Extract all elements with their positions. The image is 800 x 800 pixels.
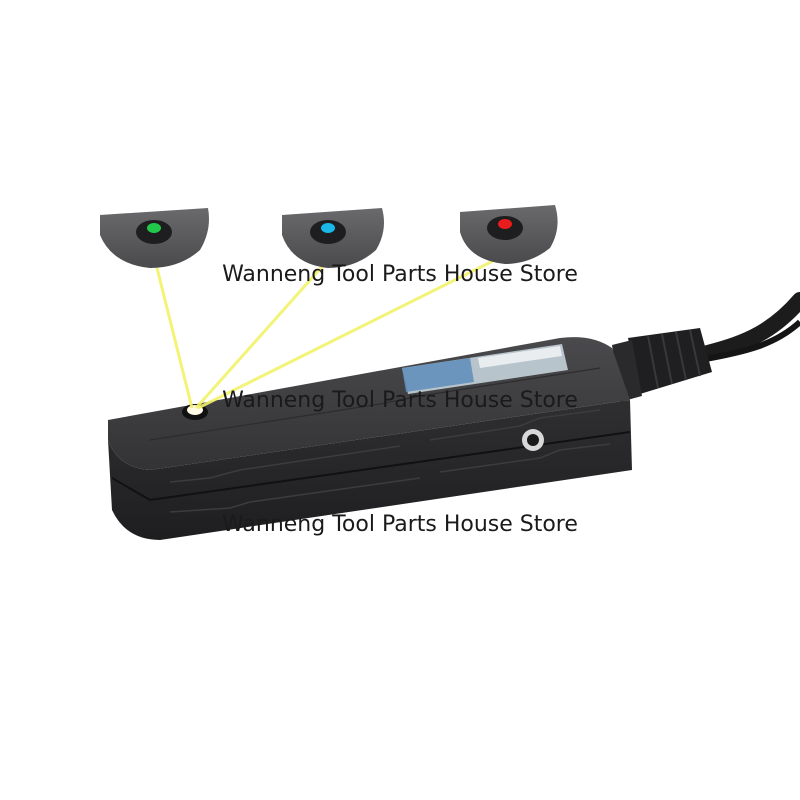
indicator-red — [460, 205, 558, 264]
green-led-icon — [147, 223, 161, 233]
light-beams — [153, 253, 506, 410]
watermark-text: Wanneng Tool Parts House Store — [222, 512, 578, 537]
watermark-text: Wanneng Tool Parts House Store — [222, 262, 578, 287]
indicator-cyan — [282, 208, 384, 268]
indicator-green — [100, 208, 209, 268]
cable — [692, 292, 800, 363]
watermark-text: Wanneng Tool Parts House Store — [222, 388, 578, 413]
red-led-icon — [498, 219, 512, 229]
audio-jack — [522, 429, 544, 451]
device-label — [402, 344, 568, 394]
sensor-device — [108, 337, 632, 540]
cyan-led-icon — [321, 223, 335, 233]
